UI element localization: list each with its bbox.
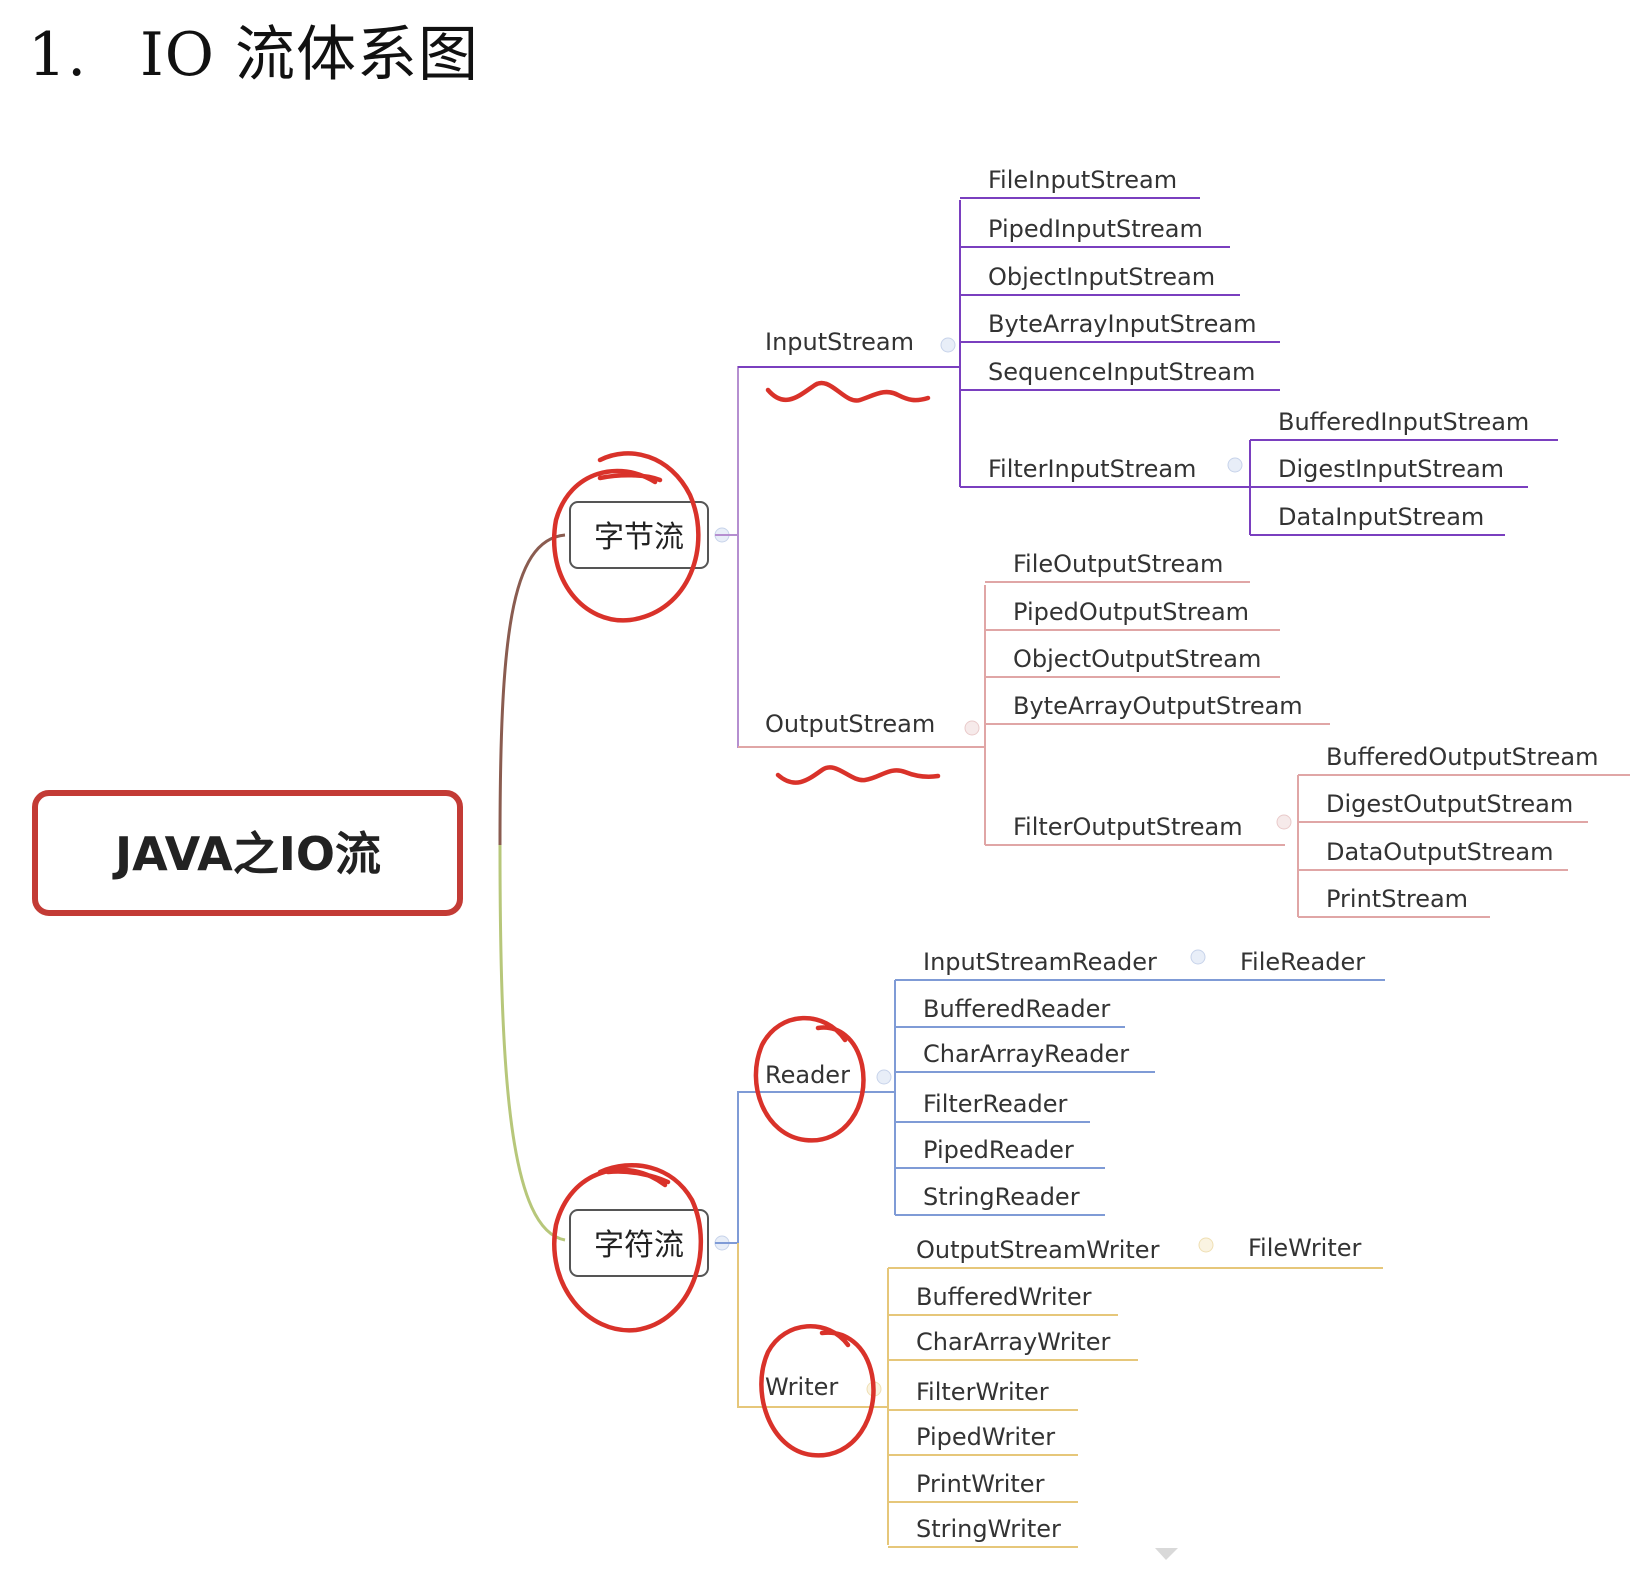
inputstream-child-objectinputstream: ObjectInputStream (988, 263, 1215, 291)
byte-stream-node-box[interactable] (569, 501, 709, 569)
heading-number: 1. (28, 20, 88, 90)
inputstream-child-bytearrayinputstream: ByteArrayInputStream (988, 310, 1256, 338)
inputstream-label: InputStream (765, 328, 914, 356)
filterinputstream-child-bufferedinputstream: BufferedInputStream (1278, 408, 1529, 436)
inputstream-child-pipedinputstream: PipedInputStream (988, 215, 1203, 243)
circle-annotation-writer (759, 1324, 876, 1458)
inputstream-child-fileinputstream: FileInputStream (988, 166, 1177, 194)
reader-child-bufferedreader: BufferedReader (923, 995, 1110, 1023)
writer-child-filterwriter: FilterWriter (916, 1378, 1049, 1406)
writer-child-outputstreamwriter: OutputStreamWriter (916, 1236, 1160, 1264)
inputstream-collapse-icon[interactable] (940, 337, 956, 353)
inputstreamreader-child-filereader: FileReader (1240, 948, 1365, 976)
filteroutputstream-child-bufferedoutputstream: BufferedOutputStream (1326, 743, 1599, 771)
byte-stream-label: 字节流 (594, 520, 684, 555)
annotation-marks (552, 380, 941, 1458)
inputstream-child-filterinputstream: FilterInputStream (988, 455, 1196, 483)
page-heading: 1. IO 流体系图 (28, 6, 479, 93)
trunk-to-byte-stream (498, 533, 566, 846)
heading-title: IO 流体系图 (140, 20, 479, 90)
char-stream-label: 字符流 (594, 1228, 684, 1263)
outputstream-collapse-icon[interactable] (964, 720, 980, 736)
circle-annotation-reader (753, 1015, 866, 1143)
writer-child-printwriter: PrintWriter (916, 1470, 1045, 1498)
writer-child-stringwriter: StringWriter (916, 1515, 1061, 1543)
squiggle-annotation-outputstream (775, 765, 941, 785)
filterinputstream-child-digestinputstream: DigestInputStream (1278, 455, 1504, 483)
char-stream-node-box[interactable] (569, 1209, 709, 1277)
circle-annotation-byte-stream (552, 451, 701, 623)
outputstreamwriter-collapse-icon[interactable] (1198, 1237, 1214, 1253)
reader-child-filterreader: FilterReader (923, 1090, 1068, 1118)
inputstream-child-sequenceinputstream: SequenceInputStream (988, 358, 1255, 386)
squiggle-annotation-inputstream (765, 380, 931, 403)
outputstream-child-objectoutputstream: ObjectOutputStream (1013, 645, 1261, 673)
char-branch-connector (715, 1091, 765, 1244)
writer-child-pipedwriter: PipedWriter (916, 1423, 1055, 1451)
reader-collapse-icon[interactable] (876, 1069, 892, 1085)
reader-child-inputstreamreader: InputStreamReader (923, 948, 1157, 976)
scroll-down-caret-icon[interactable] (1155, 1548, 1178, 1560)
root-node-box[interactable] (32, 790, 463, 916)
outputstream-child-bytearrayoutputstream: ByteArrayOutputStream (1013, 692, 1303, 720)
trunk-to-char-stream (498, 844, 566, 1242)
outputstream-child-pipedoutputstream: PipedOutputStream (1013, 598, 1249, 626)
byte-branch-connector (715, 366, 765, 748)
filterinputstream-child-datainputstream: DataInputStream (1278, 503, 1484, 531)
inputstreamreader-collapse-icon[interactable] (1190, 949, 1206, 965)
outputstream-child-fileoutputstream: FileOutputStream (1013, 550, 1223, 578)
reader-child-pipedreader: PipedReader (923, 1136, 1074, 1164)
root-node-label: JAVA之IO流 (112, 827, 381, 881)
circle-annotation-char-stream (552, 1163, 704, 1333)
writer-child-bufferedwriter: BufferedWriter (916, 1283, 1092, 1311)
filteroutputstream-child-digestoutputstream: DigestOutputStream (1326, 790, 1573, 818)
writer-child-chararraywriter: CharArrayWriter (916, 1328, 1111, 1356)
filteroutputstream-child-dataoutputstream: DataOutputStream (1326, 838, 1554, 866)
writer-label: Writer (765, 1373, 838, 1401)
outputstreamwriter-child-filewriter: FileWriter (1248, 1234, 1362, 1262)
outputstream-child-filteroutputstream: FilterOutputStream (1013, 813, 1243, 841)
filteroutputstream-collapse-icon[interactable] (1276, 814, 1292, 830)
reader-label: Reader (765, 1061, 850, 1089)
reader-child-stringreader: StringReader (923, 1183, 1080, 1211)
filterinputstream-collapse-icon[interactable] (1227, 457, 1243, 473)
outputstream-label: OutputStream (765, 710, 935, 738)
filteroutputstream-child-printstream: PrintStream (1326, 885, 1468, 913)
reader-child-chararrayreader: CharArrayReader (923, 1040, 1129, 1068)
